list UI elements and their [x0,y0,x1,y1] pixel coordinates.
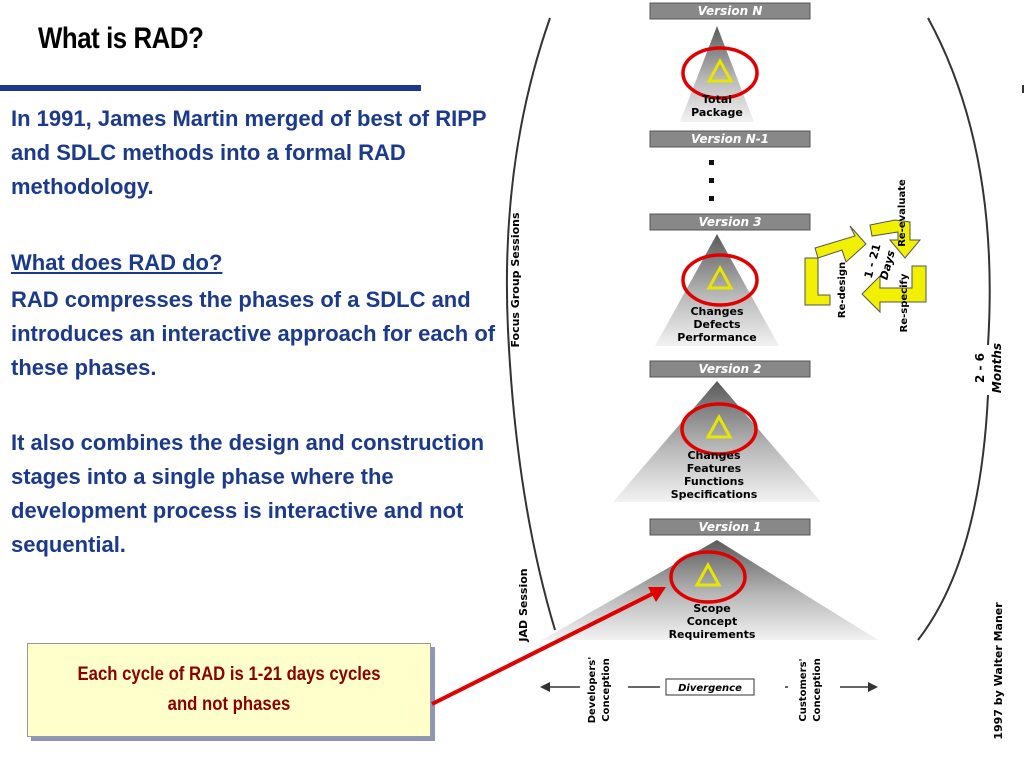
rad-diagram-svg: Version N Version N-1 Version 3 Version … [505,2,1024,740]
stage-label: Total [702,93,732,106]
version-bar-3 [649,213,811,231]
callout-box: Each cycle of RAD is 1-21 days cycles an… [27,643,431,737]
divergence-axis [540,678,878,696]
ellipsis-dot [709,160,714,165]
pyramid-version-n [680,26,754,122]
stage-label: Performance [677,331,756,344]
cycle-arrow-tail [804,257,831,306]
version-bar-2 [649,360,811,378]
rad-question-heading: What does RAD do? [11,250,223,275]
callout-connector-arrow [431,591,655,706]
version-n-label: Version N [698,4,763,18]
customers-conception-label: Conception [812,658,823,721]
version-bar-1 [649,518,811,536]
version-2-label: Version 2 [698,362,761,376]
stage-label: Scope [693,602,730,615]
cycle-icon-3 [681,253,759,307]
day-cycle-arrows [804,219,927,314]
jad-session-label: JAD Session [517,568,530,642]
divergence-label: Divergence [678,683,742,694]
cycle-icon-2 [680,402,758,456]
months-unit-label: Months [990,343,1004,393]
focus-group-bracket [505,17,556,631]
stage-label: Specifications [671,488,758,501]
customers-label: Customers' [798,658,809,721]
callout-connector-arrowhead [648,587,666,602]
version-bar-n [649,2,811,20]
intro-paragraph: In 1991, James Martin merged of best of … [11,106,487,199]
pyramid-version-1 [542,540,878,640]
ellipsis-dot [709,178,714,183]
slide-title: What is RAD? [38,22,204,55]
stage-label: Features [687,462,742,475]
stage-label: Package [691,106,743,119]
stage-label: Changes [687,449,740,462]
focus-group-label: Focus Group Sessions [509,212,522,348]
stage-label: Changes [690,305,743,318]
title-underline-bar [0,85,421,91]
stage-label: Concept [687,615,738,628]
re-design-label: Re-design [837,262,848,318]
version-1-label: Version 1 [698,520,761,534]
re-evaluate-arrow [869,219,922,259]
copyright-label: 1997 by Walter Maner [992,602,1005,740]
edge-mark [1022,85,1024,93]
developers-conception-label: Conception [601,658,612,721]
stage-label: Requirements [669,628,756,641]
months-bracket-top [927,17,991,346]
version-n-1-label: Version N-1 [691,132,769,146]
rad-diagram: Version N Version N-1 Version 3 Version … [500,0,1024,768]
version-3-label: Version 3 [698,215,761,229]
rad-combines-paragraph: It also combines the design and construc… [11,430,485,557]
rad-compresses-paragraph: RAD compresses the phases of a SDLC and … [11,287,496,380]
version-bar-n-1 [649,130,811,148]
pyramid-version-2 [613,381,821,502]
cycle-icon-n [681,46,759,100]
cycle-icon-1 [669,550,747,604]
developers-label: Developers' [587,657,598,724]
pyramid-version-3 [655,234,779,346]
months-range-label: 2 - 6 [973,353,987,383]
callout-text: Each cycle of RAD is 1-21 days cycles an… [77,664,381,715]
re-design-arrow [814,225,867,263]
re-evaluate-label: Re-evaluate [897,179,908,247]
stage-label: Functions [684,475,745,488]
months-bracket-bottom [917,394,989,641]
ellipsis-dot [709,196,714,201]
re-specify-label: Re-specify [899,273,910,332]
stage-label: Defects [693,318,741,331]
re-specify-arrow [861,265,927,314]
